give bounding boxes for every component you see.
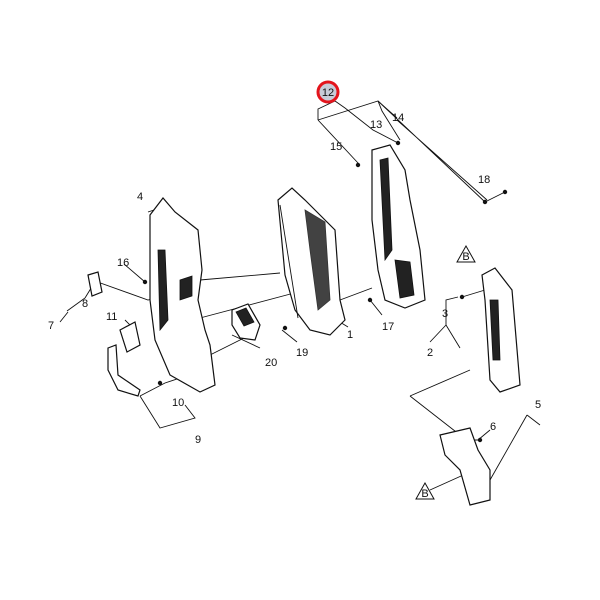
callout-16[interactable]: 16	[117, 257, 129, 269]
callout-14[interactable]: 14	[392, 112, 404, 124]
callout-12-label: 12	[322, 87, 334, 99]
callout-18[interactable]: 18	[478, 174, 490, 186]
part-12-bracket	[371, 144, 426, 309]
svg-text:B: B	[421, 488, 428, 500]
callout-7[interactable]: 7	[48, 320, 54, 332]
part-9-trim	[107, 344, 141, 397]
reference-marker-b-top: B	[456, 244, 476, 263]
part-2-panel	[481, 267, 521, 393]
callout-17[interactable]: 17	[382, 321, 394, 333]
part-8-cap	[87, 271, 103, 297]
callout-20[interactable]: 20	[265, 357, 277, 369]
fasteners	[142, 140, 508, 443]
callout-6[interactable]: 6	[490, 421, 496, 433]
callout-1[interactable]: 1	[347, 329, 353, 341]
callout-5[interactable]: 5	[535, 399, 541, 411]
callout-2[interactable]: 2	[427, 347, 433, 359]
callout-9[interactable]: 9	[195, 434, 201, 446]
part-1-housing	[277, 187, 346, 336]
part-20-switch	[231, 303, 261, 341]
callout-4[interactable]: 4	[137, 191, 143, 203]
svg-text:B: B	[462, 251, 469, 263]
callout-15[interactable]: 15	[330, 141, 342, 153]
callout-3[interactable]: 3	[442, 308, 448, 320]
callout-11[interactable]: 11	[106, 311, 117, 323]
reference-marker-b-bottom: B	[415, 481, 435, 500]
callout-13[interactable]: 13	[370, 119, 382, 131]
callout-12-highlighted[interactable]: 12	[316, 80, 340, 104]
callout-10[interactable]: 10	[172, 397, 184, 409]
callout-19[interactable]: 19	[296, 347, 308, 359]
part-11-plate	[119, 321, 141, 353]
callout-labels: 1 2 3 4 5 6 7 8 9 10 11 13 14 15 16 17 1…	[48, 112, 541, 446]
part-5-bracket	[439, 427, 491, 506]
callout-8[interactable]: 8	[82, 298, 88, 310]
part-4-door-panel	[149, 197, 216, 393]
